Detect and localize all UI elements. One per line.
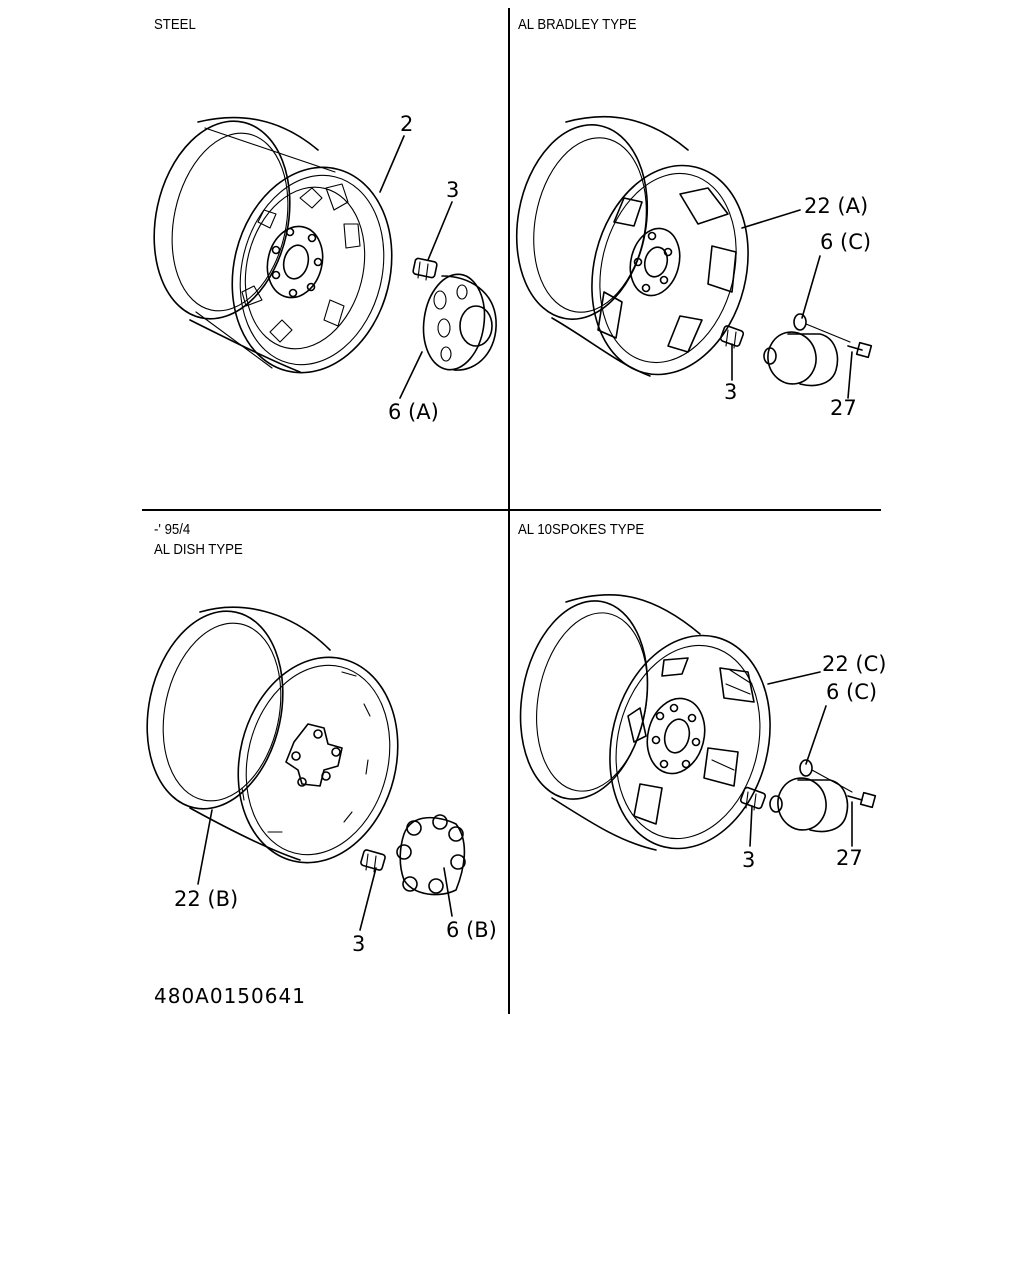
leader-6b: [443, 867, 453, 917]
steel-wheel-drawing: [153, 116, 393, 374]
leader-22c: [767, 671, 821, 685]
vertical-divider: [508, 8, 510, 1014]
callout-6a: 6 (A): [388, 400, 439, 424]
leader-3-spokes: [749, 805, 753, 847]
leader-2: [379, 135, 405, 193]
center-cap-drawing: [396, 814, 466, 896]
panel-steel-heading: STEEL: [154, 16, 196, 33]
spokes-wheel-drawing: [519, 593, 771, 851]
callout-3: 3: [446, 178, 460, 202]
panel-bradley-heading: AL BRADLEY TYPE: [518, 16, 637, 33]
bolt-drawing: [847, 341, 873, 359]
callout-6c: 6 (C): [820, 230, 872, 254]
panel-dish-date-heading: -' 95/4: [154, 521, 191, 538]
panel-dish-heading: AL DISH TYPE: [154, 541, 243, 558]
callout-6b: 6 (B): [446, 918, 497, 942]
callout-22a: 22 (A): [804, 194, 869, 218]
callout-6c-spokes: 6 (C): [826, 680, 878, 704]
callout-22b: 22 (B): [174, 887, 239, 911]
panel-spokes-heading: AL 10SPOKES TYPE: [518, 521, 645, 538]
callout-2: 2: [400, 112, 414, 136]
center-cap-drawing: [769, 759, 853, 833]
callout-22c: 22 (C): [822, 652, 887, 676]
dish-wheel-drawing: [146, 606, 399, 864]
lug-nut-drawing: [719, 325, 745, 349]
lug-nut-drawing: [412, 257, 438, 281]
lug-nut-drawing: [739, 786, 767, 811]
center-cap-drawing: [763, 313, 851, 387]
leader-6c-spokes: [805, 705, 827, 765]
lug-nut-drawing: [360, 849, 386, 873]
center-cap-drawing: [422, 273, 497, 371]
callout-27-spokes: 27: [836, 846, 863, 870]
leader-6a: [399, 351, 423, 399]
callout-3-bradley: 3: [724, 380, 738, 404]
leader-3-dish: [359, 867, 377, 931]
callout-27: 27: [830, 396, 857, 420]
bradley-wheel-drawing: [515, 116, 749, 377]
leader-6c: [801, 255, 821, 319]
leader-27: [847, 351, 853, 399]
leader-22b: [197, 809, 213, 885]
leader-22a: [741, 209, 801, 229]
callout-3-spokes: 3: [742, 848, 756, 872]
diagram-code: 480A0150641: [154, 984, 306, 1008]
horizontal-divider: [142, 509, 881, 511]
leader-3: [427, 201, 453, 261]
bolt-drawing: [847, 791, 877, 809]
callout-3-dish: 3: [352, 932, 366, 956]
